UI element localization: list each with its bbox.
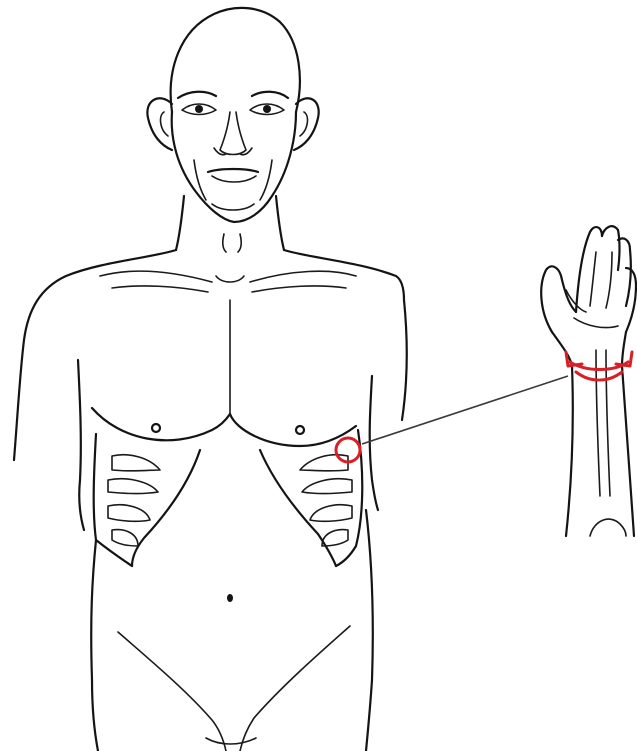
raised-hand-forearm	[541, 226, 636, 536]
torso-outline	[14, 250, 407, 751]
leader-line	[362, 376, 568, 444]
navel	[227, 594, 233, 602]
right-eye	[250, 104, 284, 115]
right-nipple	[296, 426, 304, 434]
left-nipple	[152, 424, 160, 432]
head	[147, 8, 318, 222]
left-ear	[147, 98, 172, 150]
left-eye	[182, 104, 216, 115]
neck	[176, 196, 284, 252]
